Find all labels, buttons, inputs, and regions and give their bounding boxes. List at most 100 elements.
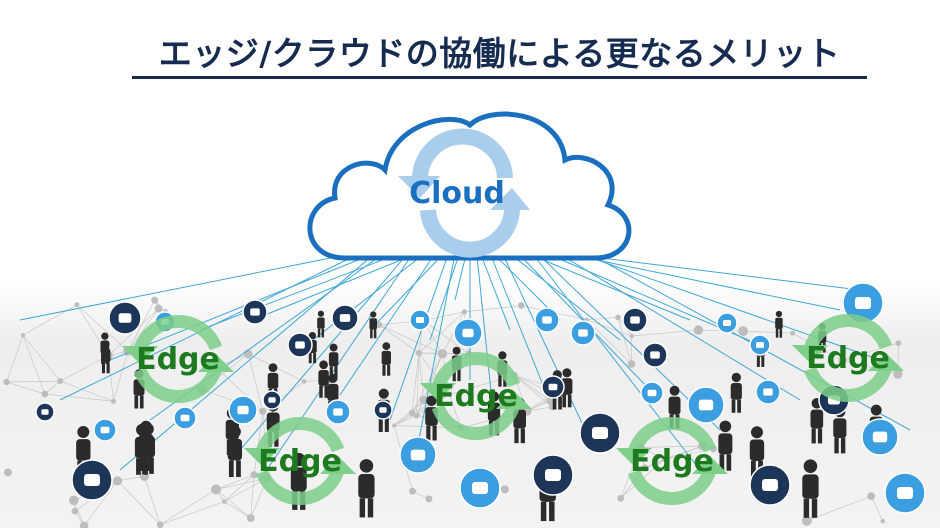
tablet-icon	[755, 379, 781, 405]
mesh-line	[423, 320, 469, 354]
phone-icon	[173, 406, 197, 430]
mesh-line	[224, 474, 255, 502]
cloud-link-line	[577, 254, 861, 291]
mesh-node	[693, 325, 704, 335]
person-icon	[358, 459, 375, 518]
chat-icon	[35, 402, 55, 422]
mesh-node	[461, 309, 467, 315]
cloud-link-line	[414, 254, 456, 461]
mesh-node	[79, 521, 89, 528]
mesh-node	[246, 514, 255, 523]
headset-icon	[534, 307, 560, 333]
edge-arrowhead-icon	[692, 456, 728, 474]
phone-icon	[640, 381, 664, 405]
mail-icon	[325, 399, 351, 425]
music-icon	[622, 307, 648, 333]
mesh-node	[867, 492, 876, 501]
camera-icon	[262, 390, 282, 410]
mesh-line	[60, 380, 114, 402]
mesh-line	[617, 317, 632, 365]
tablet-icon	[373, 400, 393, 420]
car-icon	[459, 467, 501, 509]
mesh-line	[253, 411, 264, 475]
mesh-line	[379, 324, 443, 355]
person-icon	[561, 368, 573, 408]
mesh-node	[154, 304, 163, 313]
mesh-node	[71, 507, 79, 515]
mesh-node	[301, 379, 307, 384]
mesh-line	[44, 393, 114, 402]
mesh-node	[880, 518, 885, 524]
flag-camera-icon	[108, 301, 142, 335]
mesh-line	[6, 335, 24, 383]
mesh-line	[416, 353, 420, 416]
mesh-node	[376, 321, 383, 329]
mesh-node	[627, 360, 636, 368]
home-icon	[532, 454, 574, 496]
mesh-line	[22, 335, 46, 395]
person-icon	[369, 311, 377, 339]
mesh-line	[60, 355, 109, 382]
factory-icon	[71, 459, 113, 501]
cloud-link-line	[572, 254, 841, 311]
mesh-line	[247, 353, 264, 412]
mesh-node	[20, 333, 26, 338]
mesh-line	[449, 394, 462, 428]
person-icon	[101, 340, 111, 374]
mesh-node	[259, 407, 267, 415]
mesh-node	[738, 326, 748, 337]
mesh-line	[6, 381, 45, 395]
device-icons	[35, 282, 926, 514]
mesh-line	[76, 304, 129, 352]
mesh-line	[411, 352, 420, 414]
mesh-node	[3, 468, 12, 477]
mesh-node	[661, 455, 668, 463]
mesh-line	[6, 380, 61, 383]
mesh-line	[743, 330, 793, 334]
cloud-links	[19, 254, 911, 481]
mesh-node	[3, 378, 10, 386]
mesh-line	[113, 350, 129, 402]
person-icon	[139, 420, 154, 471]
cloud-link-line	[511, 254, 621, 341]
mesh-line	[640, 445, 703, 448]
bulb-icon	[228, 395, 258, 425]
tag-icon	[409, 309, 431, 331]
edge-label: Edge	[136, 342, 220, 377]
robot-icon	[884, 472, 926, 514]
home-icon	[453, 318, 483, 348]
monitor-icon	[642, 342, 668, 368]
mesh-node	[69, 495, 79, 506]
mesh-line	[806, 495, 872, 522]
cloud-link-line	[502, 254, 591, 441]
cloud-arrowhead-icon	[490, 188, 530, 210]
mesh-line	[83, 480, 118, 527]
coffee-icon	[541, 375, 565, 399]
mesh-line	[393, 415, 417, 426]
mail-icon	[749, 334, 771, 356]
edge-label: Edge	[806, 341, 890, 376]
person-icon	[730, 372, 742, 413]
edge-node: Edge	[122, 314, 234, 404]
presentation-icon	[579, 412, 621, 454]
mesh-node	[409, 487, 417, 495]
mesh-line	[378, 324, 420, 354]
edge-arrowhead-icon	[198, 354, 234, 372]
edge-refresh-icon	[431, 351, 521, 441]
mesh-node	[629, 333, 634, 339]
edge-arrowhead-icon	[122, 346, 158, 364]
cloud-link-line	[369, 254, 443, 331]
mesh-line	[22, 334, 61, 382]
mesh-line	[117, 480, 161, 525]
edge-node: Edge	[420, 351, 532, 441]
edge-label: Edge	[434, 379, 518, 414]
edge-refresh-icon	[133, 314, 223, 404]
mesh-node	[425, 495, 433, 503]
mesh-node	[617, 494, 625, 502]
slide-title: エッジ/クラウドの協働による更なるメリット	[132, 34, 867, 79]
mesh-line	[586, 317, 619, 321]
mesh-node	[57, 378, 64, 385]
bike-icon	[570, 320, 596, 346]
cloud-link-line	[299, 254, 424, 351]
mesh-line	[160, 501, 225, 526]
